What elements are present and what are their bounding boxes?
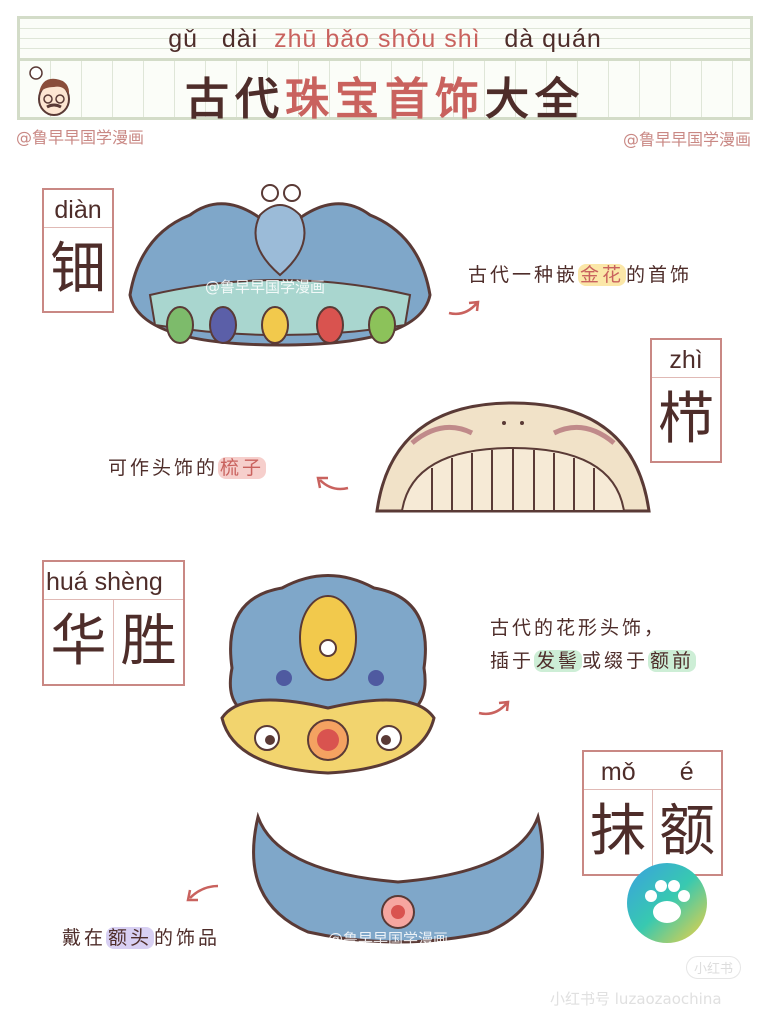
- desc-text: 的首饰: [626, 264, 693, 286]
- char-card-zhi: zhì 栉: [650, 338, 722, 463]
- char-glyph: 栉: [658, 387, 714, 452]
- dian-illustration: [128, 184, 432, 347]
- huasheng-illustration: [220, 574, 436, 775]
- desc-text: 或缀于: [582, 650, 649, 672]
- desc-text: 插于: [490, 650, 535, 672]
- char-card-dian: diàn 钿: [42, 188, 114, 313]
- arrow-icon: [478, 700, 510, 716]
- paw-logo-icon: [627, 863, 707, 943]
- watermark-left: @鲁早早国学漫画: [16, 128, 145, 147]
- pinyin-part: dà quán: [480, 25, 602, 53]
- huasheng-description-line2: 插于发髻或缀于额前: [490, 646, 697, 673]
- comb-illustration: [375, 401, 651, 513]
- char-card-moe: mǒ é 抹额: [582, 750, 723, 876]
- char-pinyin: huá shèng: [44, 562, 183, 600]
- desc-highlight: 额头: [106, 927, 155, 949]
- char-glyph: 胜: [120, 609, 177, 674]
- center-watermark: @鲁早早国学漫画: [328, 930, 449, 948]
- arrow-icon: [448, 300, 480, 316]
- char-pinyin: zhì: [652, 340, 720, 378]
- char-glyph: 钿: [50, 237, 106, 302]
- desc-highlight: 金花: [578, 264, 627, 286]
- headband-illustration: [252, 812, 544, 944]
- xiaohongshu-badge: 小红书: [686, 956, 742, 979]
- arrow-icon: [316, 476, 349, 491]
- desc-highlight: 梳子: [218, 457, 267, 479]
- pinyin-part: zhū bǎo shǒu shì: [274, 25, 481, 53]
- title-part: 大全: [485, 74, 585, 125]
- desc-text: 可作头饰的: [108, 457, 219, 479]
- arrow-icon: [186, 884, 219, 902]
- dian-description: 古代一种嵌金花的首饰: [468, 260, 692, 287]
- title-banner: gǔ dài zhū bǎo shǒu shì dà quán 古代珠宝首饰大全: [17, 16, 753, 125]
- grid-row: [20, 61, 750, 117]
- title-part: 古代: [185, 74, 285, 125]
- char-pinyin: diàn: [44, 190, 112, 228]
- char-glyph: 抹: [584, 790, 653, 874]
- watermark-right: @鲁早早国学漫画: [622, 130, 751, 149]
- xiaohongshu-id: 小红书号 luzaozaochina: [550, 990, 722, 1008]
- char-pinyin: é: [679, 758, 694, 786]
- mascot-avatar-icon: [29, 66, 70, 116]
- char-glyph: 华: [44, 600, 114, 684]
- desc-text: 戴在: [62, 927, 107, 949]
- desc-highlight: 发髻: [534, 650, 583, 672]
- desc-text: 古代一种嵌: [468, 264, 579, 286]
- desc-highlight: 额前: [648, 650, 697, 672]
- huasheng-description-line1: 古代的花形头饰，: [490, 617, 667, 639]
- char-pinyin: mǒ: [600, 758, 636, 786]
- char-card-huasheng: huá shèng 华胜: [42, 560, 185, 686]
- pinyin-row: gǔ dài zhū bǎo shǒu shì dà quán: [20, 19, 750, 61]
- title-part: 珠宝首饰: [285, 74, 485, 125]
- center-watermark: @鲁早早国学漫画: [205, 278, 326, 296]
- zhi-description: 可作头饰的梳子: [108, 453, 267, 480]
- page-title: 古代珠宝首饰大全: [20, 63, 750, 127]
- desc-text: 的饰品: [154, 927, 221, 949]
- pinyin-part: gǔ dài: [168, 25, 275, 53]
- char-glyph: 额: [659, 799, 715, 864]
- moe-description: 戴在额头的饰品: [62, 923, 220, 950]
